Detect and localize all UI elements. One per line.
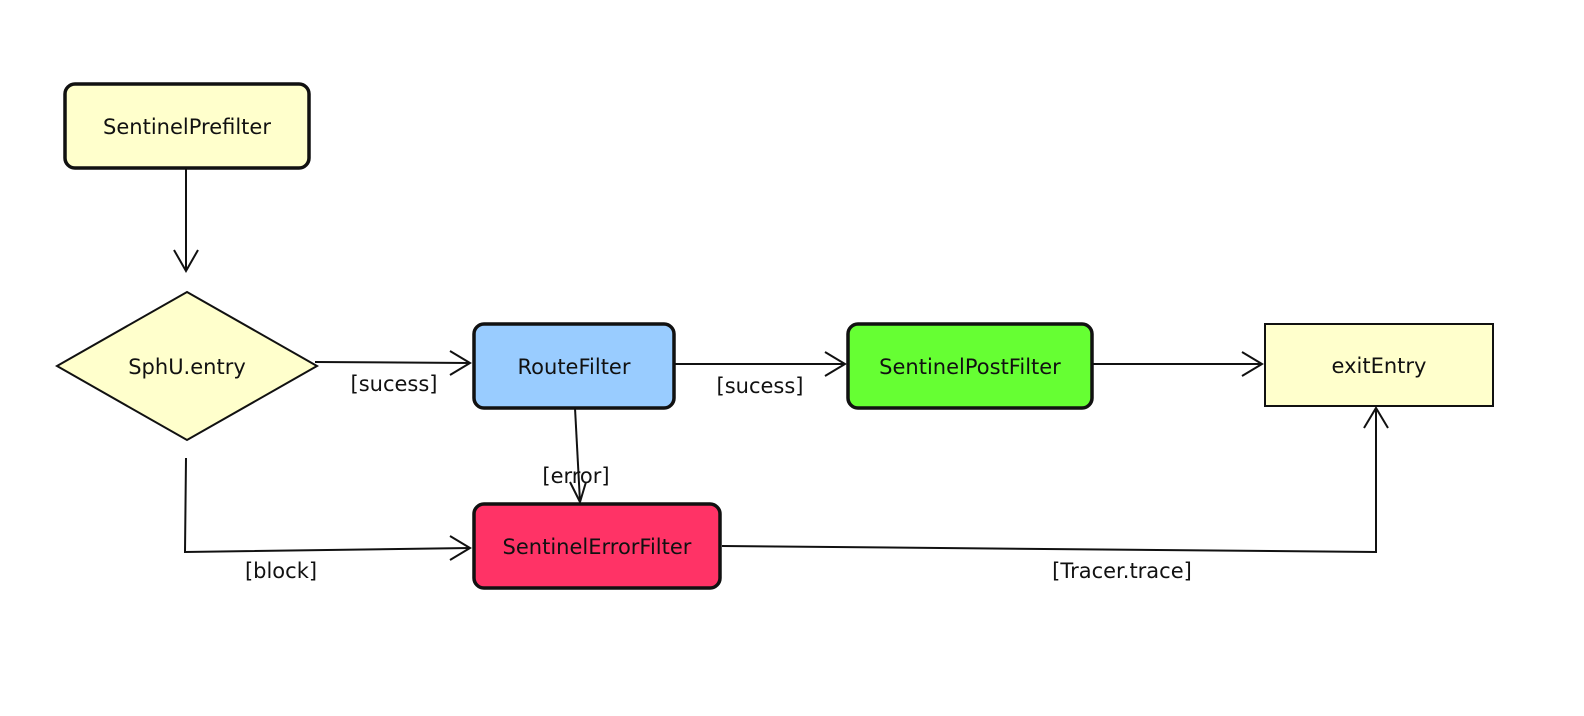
edge-label-route-to-error: [error] — [542, 464, 609, 488]
edge-error-to-exit-arrowhead — [1363, 406, 1389, 429]
node-route-filter-label: RouteFilter — [518, 355, 631, 379]
node-prefilter-label: SentinelPrefilter — [103, 115, 271, 139]
edge-post-to-exit-arrowhead — [1241, 351, 1264, 377]
node-exit-entry-label: exitEntry — [1332, 354, 1427, 378]
edge-entry-to-error-arrowhead — [449, 535, 472, 561]
edge-entry-to-error — [183, 457, 471, 554]
edge-labels: [sucess] [sucess] [error] [block] [Trace… — [245, 372, 1192, 583]
edge-error-to-exit — [721, 408, 1377, 554]
edge-label-entry-to-error: [block] — [245, 559, 317, 583]
edge-label-error-to-exit: [Tracer.trace] — [1052, 559, 1192, 583]
edge-label-route-to-post: [sucess] — [717, 374, 804, 398]
edge-entry-to-route — [314, 361, 471, 364]
node-exit-entry — [1264, 323, 1494, 407]
nodes: SentinelPrefilter SphU.entry RouteFilter… — [54, 82, 1494, 590]
node-post-filter — [846, 322, 1094, 410]
edge-route-to-error — [574, 407, 581, 503]
edge-prefilter-to-entry-arrowhead — [173, 249, 199, 274]
edge-label-entry-to-route: [sucess] — [351, 372, 438, 396]
node-post-filter-label: SentinelPostFilter — [879, 355, 1061, 379]
node-sphu-entry — [54, 290, 320, 442]
node-route-filter — [472, 322, 676, 410]
edge-route-to-post-arrowhead — [824, 351, 847, 377]
node-error-filter — [472, 502, 722, 590]
edge-entry-to-route-arrowhead — [449, 350, 472, 376]
node-sphu-entry-label: SphU.entry — [128, 355, 246, 379]
edge-route-to-error-arrowhead — [569, 481, 587, 505]
edges — [173, 168, 1389, 561]
node-error-filter-label: SentinelErrorFilter — [503, 535, 692, 559]
node-prefilter — [63, 82, 311, 170]
